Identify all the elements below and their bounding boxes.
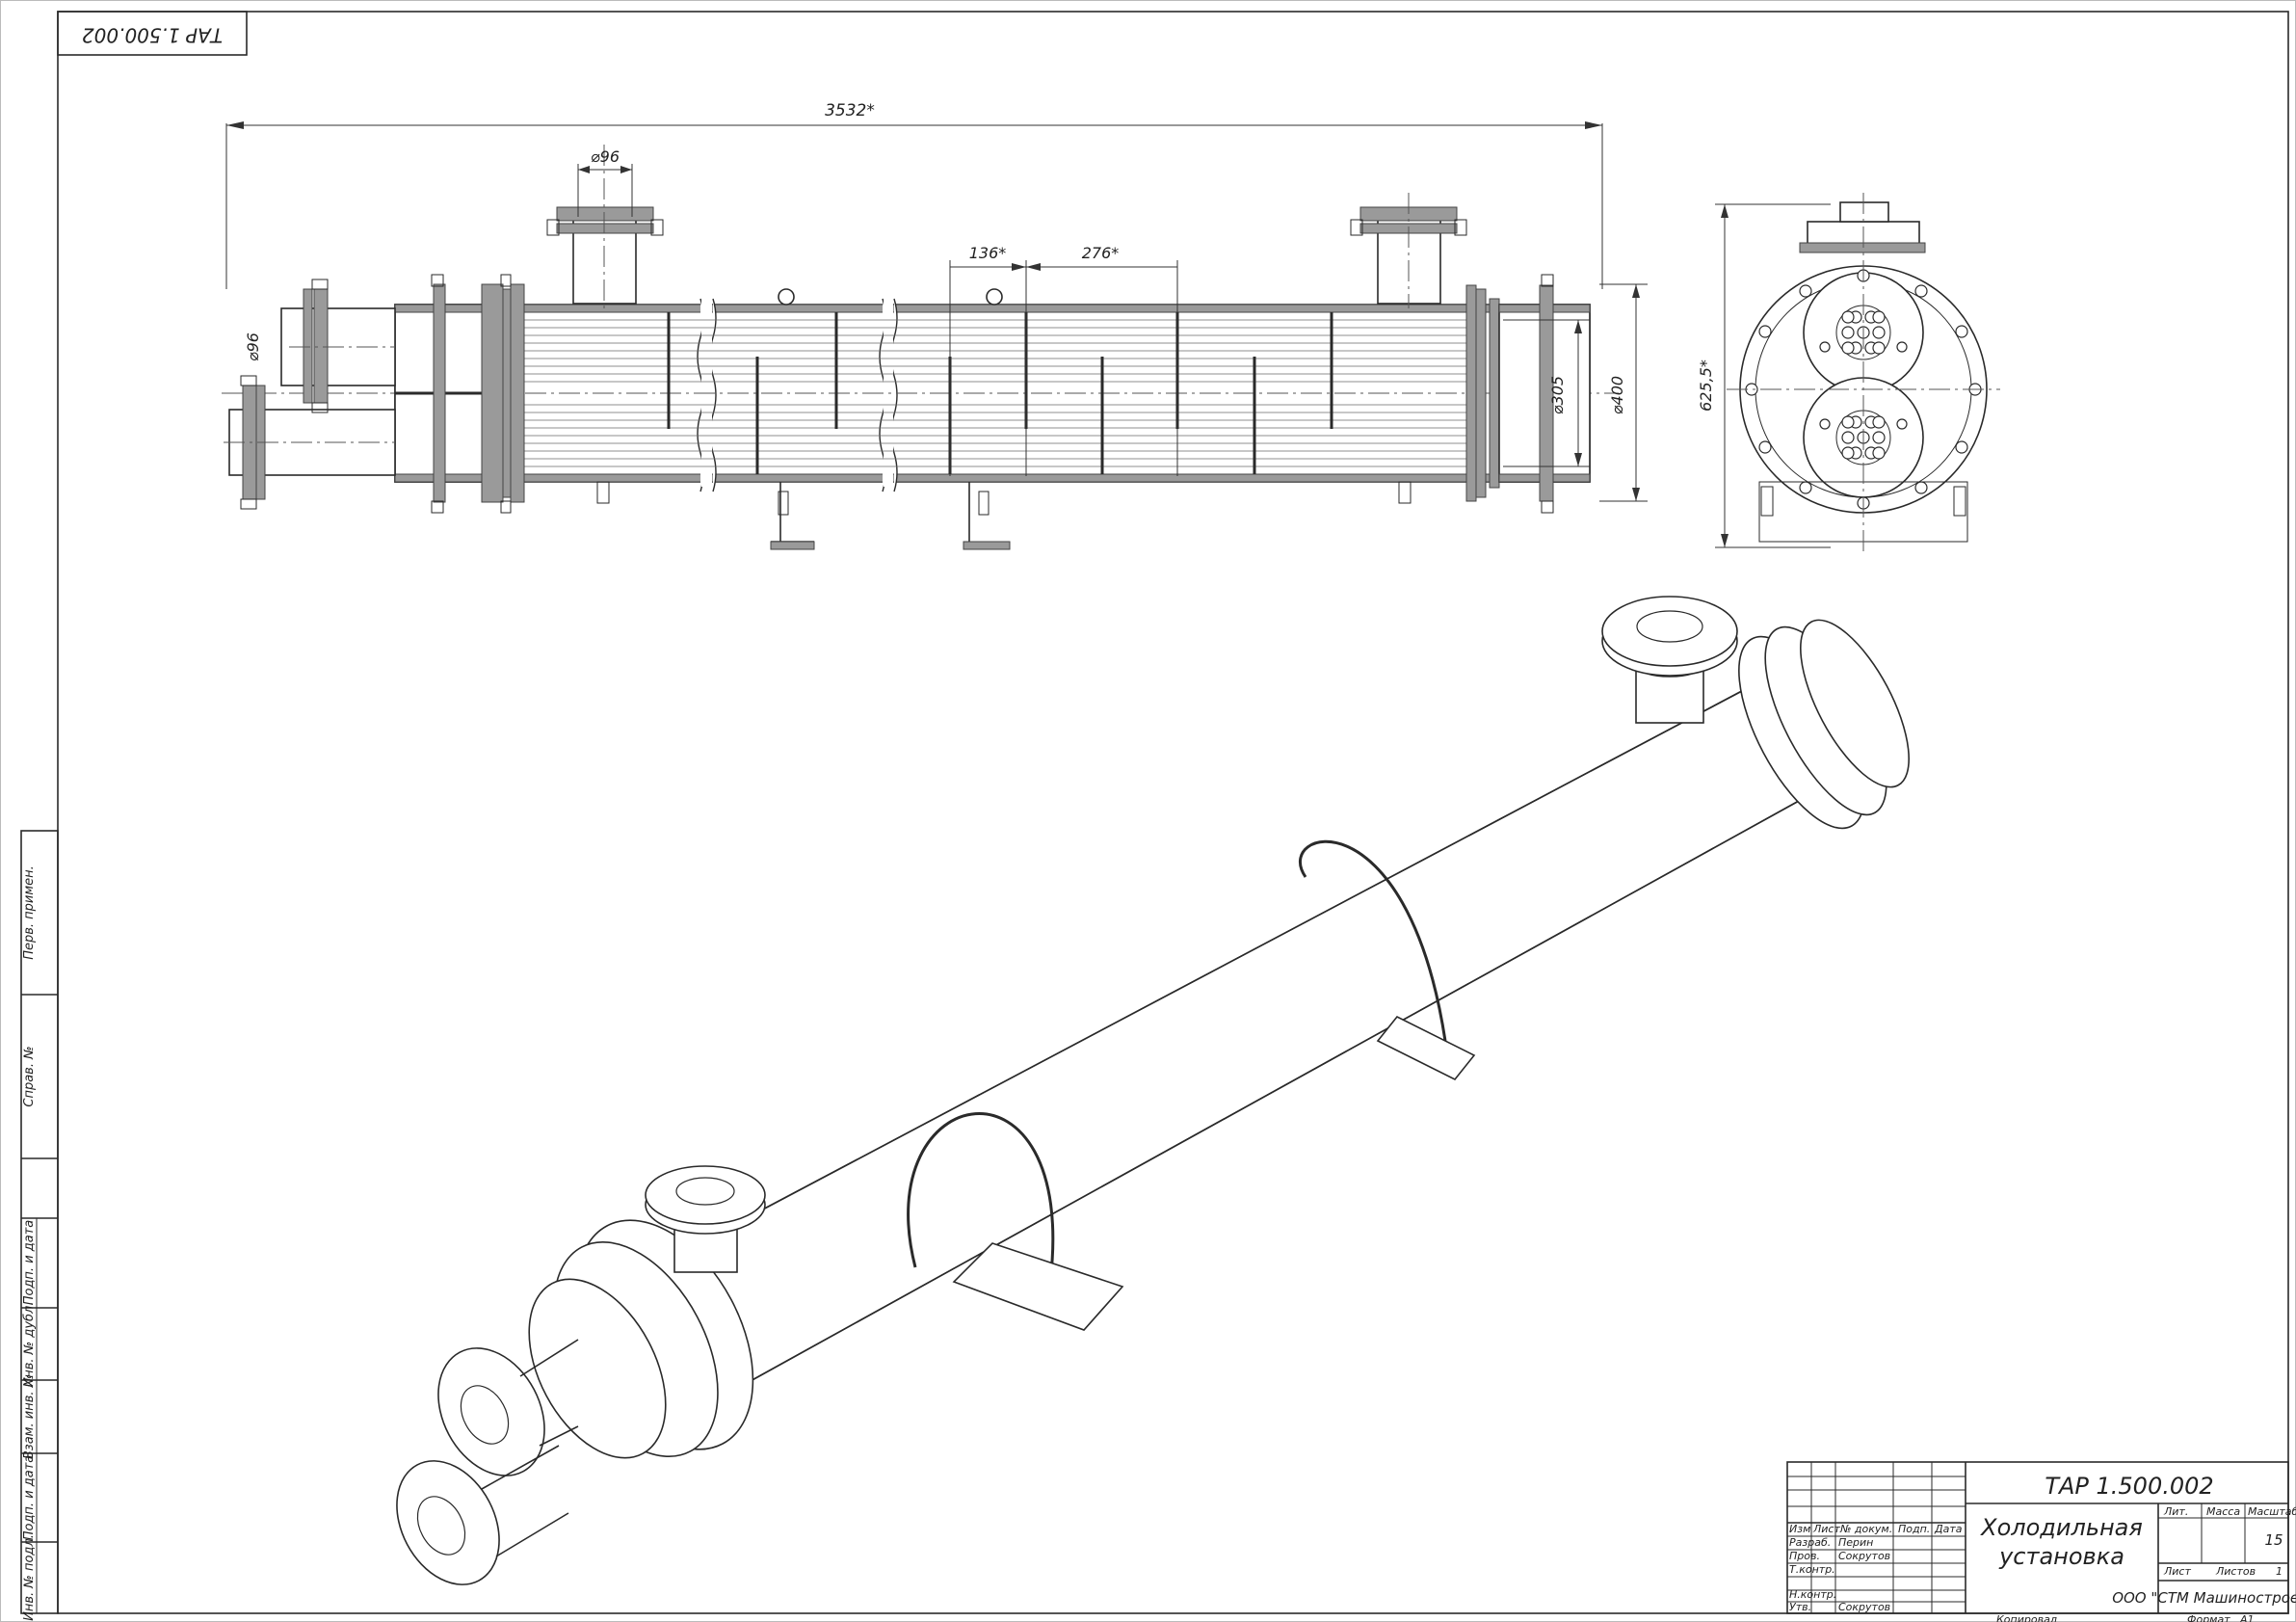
sheets-label: Листов: [2215, 1565, 2256, 1578]
dim-diameters: ⌀305 ⌀400: [1503, 283, 1648, 502]
dim-shell-text: ⌀400: [1608, 376, 1626, 414]
title-block: ТАР 1.500.002 Холодильная установка Изм …: [1786, 1461, 2296, 1622]
organization: ООО "СТМ Машиностроение": [2112, 1589, 2296, 1607]
dim-overall-length-text: 3532*: [825, 101, 875, 120]
col-header-2: № докум.: [1839, 1523, 1892, 1535]
tube-bundle: [501, 319, 1484, 467]
scale-label: Масштаб: [2248, 1505, 2296, 1518]
side-stamp-6: Инв. № подл.: [22, 1534, 37, 1621]
dim-baffle-pitch: 136* 276*: [950, 244, 1177, 271]
col-header-3: Подп.: [1898, 1523, 1930, 1535]
name-1: Сокрутов: [1838, 1550, 1890, 1562]
copied-label: Копировал: [1996, 1613, 2057, 1622]
tube-sheet-holes-top: [1835, 305, 1891, 360]
dim-pitch-1-text: 136*: [969, 244, 1007, 262]
dim-side-nozzle-text: ⌀96: [244, 332, 262, 361]
role-4: Утв.: [1789, 1601, 1811, 1613]
designation: ТАР 1.500.002: [2045, 1473, 2213, 1500]
scale-value: 15: [2264, 1531, 2283, 1549]
isometric-view: [396, 596, 1910, 1585]
support-saddles: [770, 482, 1011, 550]
col-header-4: Дата: [1934, 1523, 1963, 1535]
side-stamp-1: Справ. №: [22, 1046, 37, 1106]
top-stamp-text: ТАР 1.500.002: [82, 24, 223, 47]
top-stamp: ТАР 1.500.002: [57, 11, 248, 56]
role-3: Н.контр.: [1789, 1588, 1836, 1601]
sheet-label: Лист: [2163, 1565, 2191, 1578]
role-2: Т.контр.: [1789, 1563, 1835, 1576]
flange-bolt-holes: [1745, 269, 1982, 510]
side-stamp-2: Подп. и дата: [22, 1220, 37, 1306]
side-stamp-3: Инв. № дубл.: [22, 1302, 37, 1388]
col-header-0: Изм: [1789, 1523, 1810, 1535]
side-stamps: Перв. примен. Справ. № Подп. и дата Инв.…: [20, 830, 59, 1621]
name-4: Сокрутов: [1838, 1601, 1890, 1613]
baffles: [667, 260, 1333, 476]
end-view: 625,5*: [1697, 193, 2000, 555]
side-stamp-4: Взам. инв. №: [22, 1374, 37, 1459]
dim-overall-length: 3532*: [225, 101, 1603, 289]
name-0: Перин: [1838, 1536, 1873, 1549]
dim-bundle-text: ⌀305: [1548, 376, 1567, 414]
col-header-1: Лист: [1812, 1523, 1840, 1535]
format-value: A1: [2239, 1613, 2255, 1622]
format-label: Формат: [2187, 1613, 2230, 1622]
top-nozzle-left: ⌀96: [546, 145, 664, 308]
title-line-1: Холодильная: [1979, 1514, 2143, 1541]
front-section-view: 3532*: [222, 101, 1648, 550]
dim-end-height-text: 625,5*: [1697, 359, 1715, 412]
top-nozzle-right: [1350, 193, 1467, 308]
title-line-2: установка: [1998, 1543, 2124, 1570]
dim-pitch-2-text: 276*: [1082, 244, 1120, 262]
role-1: Пров.: [1789, 1550, 1820, 1562]
role-0: Разраб.: [1789, 1536, 1831, 1549]
sheet-value: 1: [2276, 1565, 2283, 1578]
side-stamp-0: Перв. примен.: [22, 865, 37, 960]
mass-label: Масса: [2206, 1505, 2240, 1518]
lit-label: Лит.: [2163, 1505, 2188, 1518]
side-stamp-5: Подп. и дата: [22, 1455, 37, 1541]
dim-top-nozzle-text: ⌀96: [591, 147, 620, 166]
